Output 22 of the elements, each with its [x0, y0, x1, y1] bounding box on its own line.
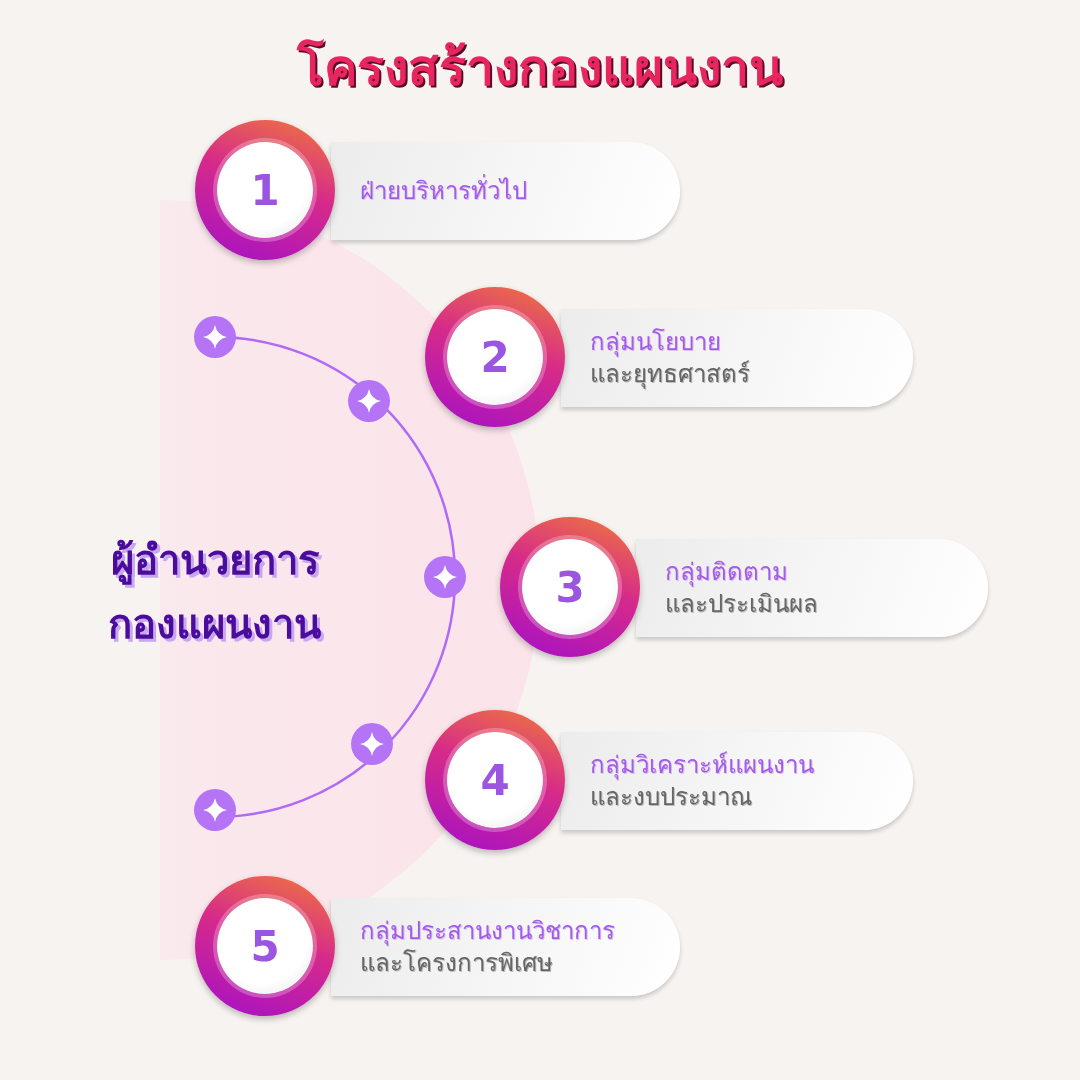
- group-name: ฝ่ายบริหารทั่วไป: [360, 174, 528, 207]
- group-name-continued: และงบประมาณ: [590, 782, 753, 813]
- group-name-continued: และประเมินผล: [665, 589, 819, 620]
- number-badge: [425, 287, 565, 427]
- pill-card: [561, 732, 913, 830]
- group-name: กลุ่มวิเคราะห์แผนงาน: [590, 749, 815, 781]
- group-name-continued: และยุทธศาสตร์: [590, 359, 751, 391]
- step-number: 1: [250, 165, 280, 215]
- pill-card: [331, 898, 680, 996]
- step-number: 3: [555, 562, 585, 612]
- pill-card: [636, 539, 988, 637]
- title: โครงสร้างกองแผนงาน: [295, 38, 784, 99]
- group-name: กลุ่มติดตาม: [665, 556, 789, 588]
- step-number: 5: [250, 921, 280, 971]
- pill-card: [331, 142, 680, 240]
- step-number: 2: [480, 332, 510, 382]
- group-name: กลุ่มนโยบาย: [590, 326, 722, 358]
- group-name-continued: และโครงการพิเศษ: [360, 948, 554, 979]
- director-label: ผู้อำนวยการกองแผนงาน: [107, 536, 322, 649]
- pill-card: [561, 309, 913, 407]
- step-number: 4: [480, 755, 510, 805]
- group-name: กลุ่มประสานงานวิชาการ: [360, 915, 616, 947]
